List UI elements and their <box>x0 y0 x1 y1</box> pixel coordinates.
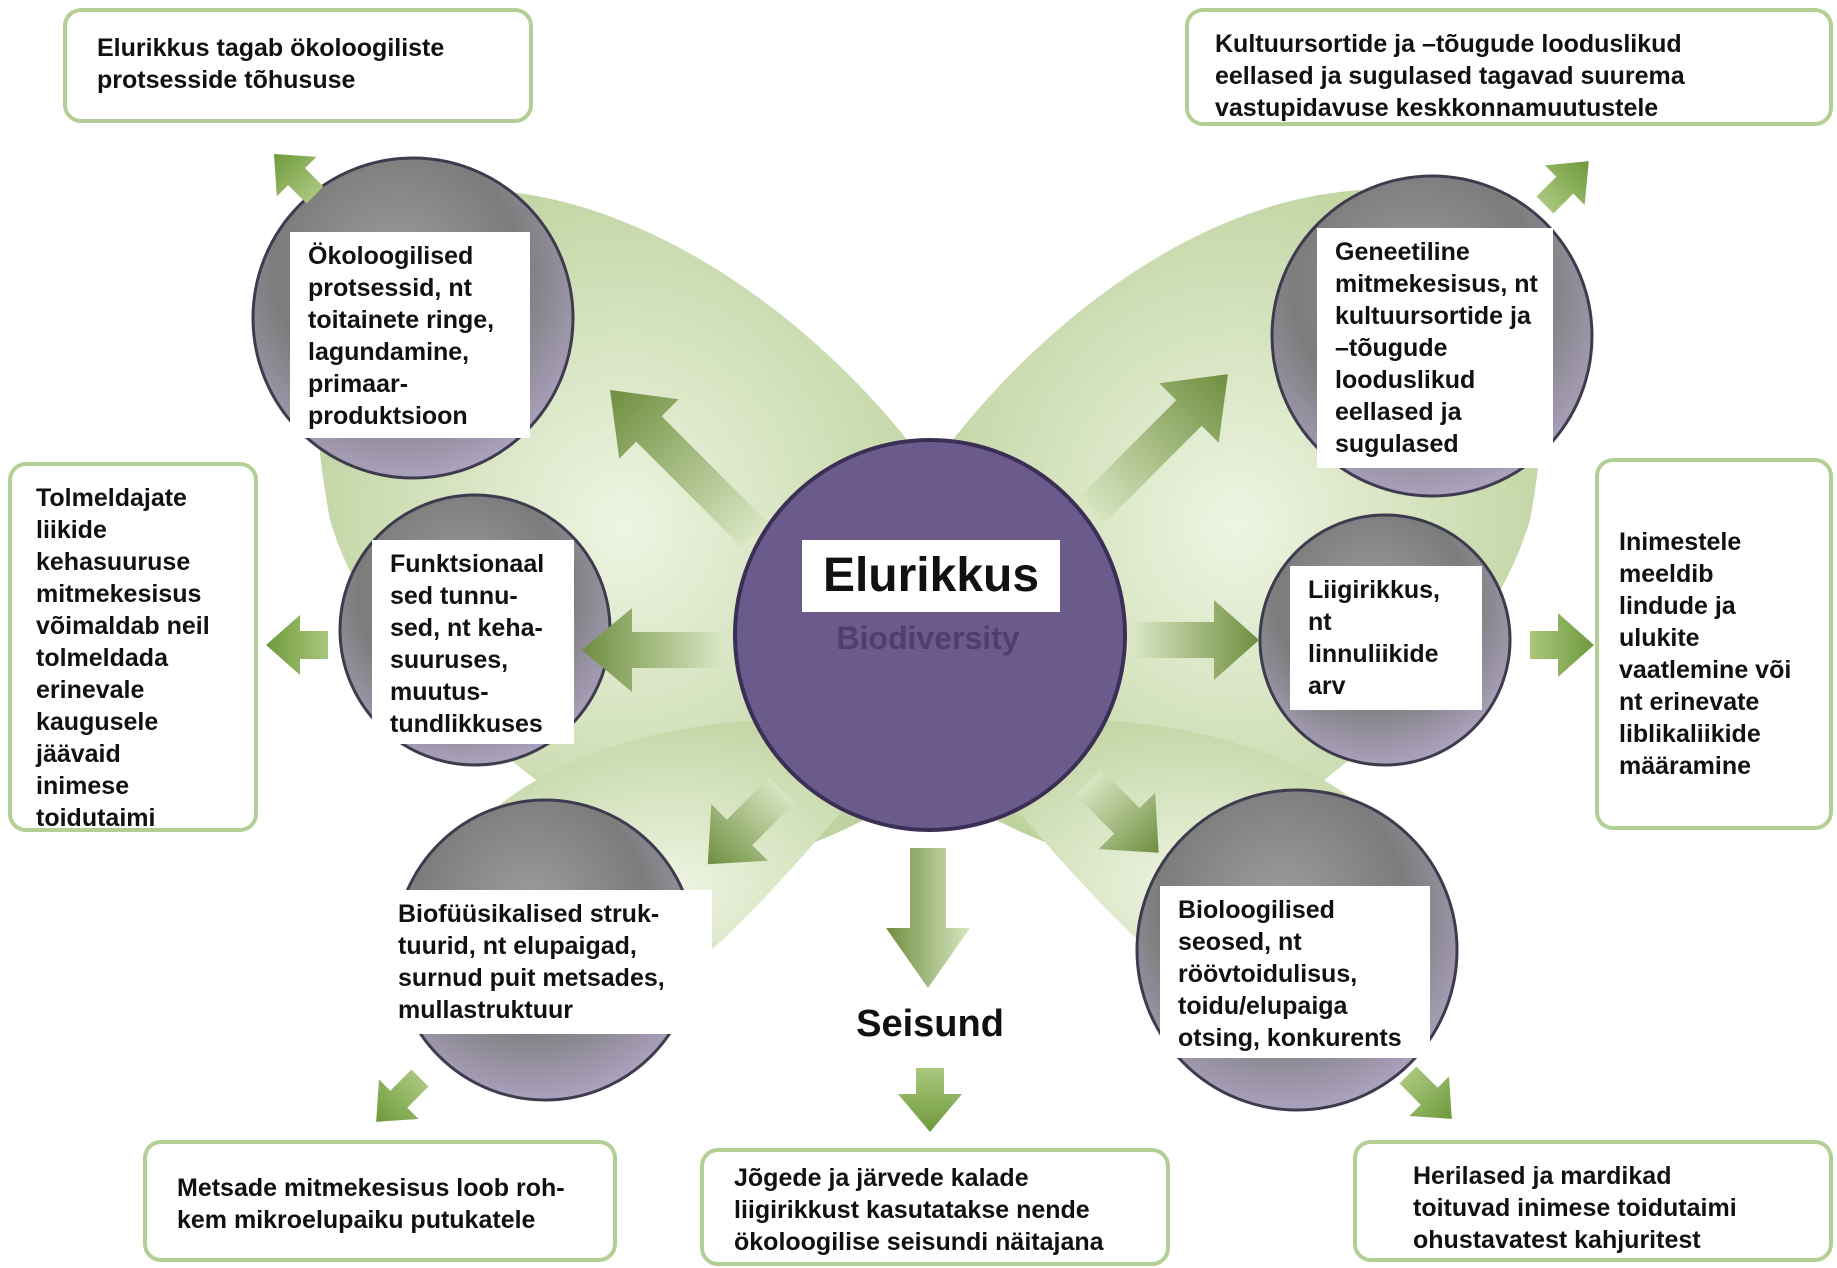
box-top-left: Elurikkus tagab ökoloogiliste protsessid… <box>63 8 533 123</box>
arrow-out-bottom-left <box>376 1069 429 1122</box>
label-biological-interactions: Bioloogilised seosed, nt röövtoidulisus,… <box>1160 886 1430 1058</box>
arrow-out-top-right <box>1536 161 1589 214</box>
box-bottom-left: Metsade mitmekesisus loob roh- kem mikro… <box>143 1140 617 1262</box>
box-bottom-center: Jõgede ja järvede kalade liigirikkust ka… <box>700 1148 1170 1266</box>
label-genetic-diversity: Geneetiline mitmekesisus, nt kultuursort… <box>1317 228 1553 468</box>
state-label: Seisund <box>856 1003 1004 1045</box>
center-title: Elurikkus <box>802 540 1060 612</box>
center-subtitle: Biodiversity <box>836 620 1020 656</box>
label-biophysical-structures: Biofüüsikalised struk- tuurid, nt elupai… <box>380 890 712 1034</box>
box-bottom-right: Herilased ja mardikad toituvad inimese t… <box>1353 1140 1833 1262</box>
box-mid-left: Tolmeldajate liikide kehasuuruse mitmeke… <box>8 462 258 832</box>
label-species-richness: Liigirikkus, nt linnuliikide arv <box>1290 566 1482 710</box>
arrow-out-mid-right <box>1530 613 1594 677</box>
arrow-to-genetic <box>1077 374 1228 525</box>
arrow-to-biological <box>1075 769 1159 853</box>
arrow-out-top-left <box>273 153 324 204</box>
arrow-to-species <box>1134 600 1259 680</box>
arrow-to-ecological <box>610 390 768 548</box>
box-top-right: Kultuursortide ja –tõugude looduslikud e… <box>1185 8 1833 126</box>
arrow-to-biophysical <box>707 777 795 865</box>
label-ecological-processes: Ökoloogilised protsessid, nt toitainete … <box>290 232 530 438</box>
label-functional-traits: Funktsionaal sed tunnu- sed, nt keha- su… <box>372 540 574 744</box>
arrow-out-mid-left <box>266 615 328 675</box>
arrow-out-bottom-right <box>1399 1066 1452 1119</box>
arrow-out-bottom-center <box>898 1068 962 1132</box>
arrow-to-state <box>886 848 970 988</box>
arrow-to-functional <box>582 608 722 692</box>
box-mid-right: Inimestele meeldib lindude ja ulukite va… <box>1595 458 1833 830</box>
center-circle <box>733 438 1127 832</box>
